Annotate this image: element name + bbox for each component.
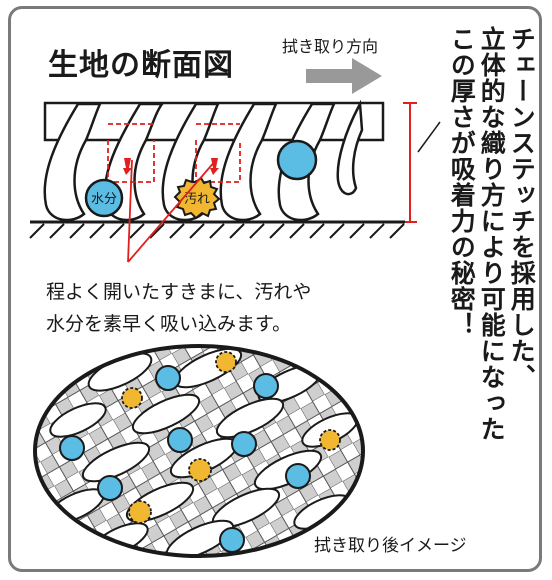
surface-ground	[29, 220, 405, 239]
after-wipe-label: 拭き取り後イメージ	[314, 536, 467, 556]
caption: 程よく開いたすきまに、汚れや 水分を素早く吸い込みます。	[46, 276, 376, 340]
callout-line	[417, 121, 441, 153]
absorb-arrows	[123, 158, 219, 175]
vertical-text-line-3: この厚さが吸着力の秘密！	[447, 26, 477, 338]
water-label: 水分	[91, 192, 117, 207]
vertical-text-line-1: チェーンステッチを採用した、	[507, 26, 537, 390]
wipe-direction-label: 拭き取り方向	[282, 37, 379, 56]
wipe-direction-arrow	[306, 58, 382, 94]
caption-pointer	[127, 159, 217, 263]
thickness-bracket	[403, 102, 417, 223]
after-wipe-image	[35, 346, 363, 556]
dirt-particle	[173, 176, 221, 220]
vertical-text-line-2: 立体的な織り方により可能になった	[477, 26, 507, 442]
water-droplet	[84, 178, 124, 218]
dirt-label: 汚れ	[184, 192, 210, 207]
caption-line-2: 水分を素早く吸い込みます。	[46, 313, 292, 335]
water-droplet-upper	[276, 139, 318, 181]
after-wipe-outline	[33, 344, 365, 558]
caption-line-1: 程よく開いたすきまに、汚れや	[46, 281, 312, 303]
diagram-title: 生地の断面図	[48, 48, 234, 83]
